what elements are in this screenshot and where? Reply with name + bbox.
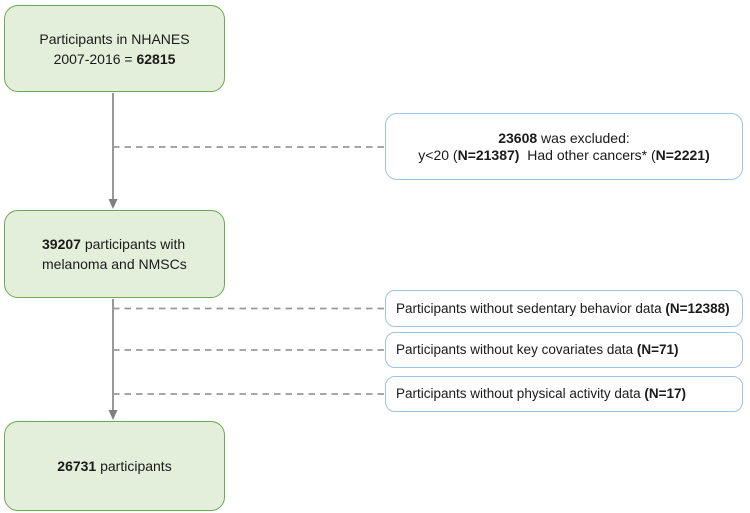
node-excluded: 23608 was excluded: y<20 (N=21387) Had o…: [385, 113, 743, 180]
node-excluded-sedentary-text: Participants without sedentary behavior …: [396, 300, 730, 316]
melanoma-line1: 39207 participants with: [42, 236, 186, 252]
node-excluded-physical: Participants without physical activity d…: [385, 376, 743, 412]
node-nhanes-total-text: Participants in NHANES 2007-2016 = 62815: [39, 29, 189, 69]
node-melanoma-nmsc-text: 39207 participants with melanoma and NMS…: [42, 234, 187, 274]
node-final-sample: 26731 participants: [4, 421, 225, 511]
node-excluded-covariates: Participants without key covariates data…: [385, 332, 743, 368]
excluded-line2: y<20 (N=21387) Had other cancers* (N=222…: [418, 146, 710, 163]
nhanes-line2: 2007-2016 = 62815: [53, 50, 176, 67]
node-excluded-physical-text: Participants without physical activity d…: [396, 386, 687, 401]
excluded-line1: 23608 was excluded:: [498, 129, 630, 146]
nhanes-line1: Participants in NHANES: [39, 30, 190, 47]
node-melanoma-nmsc: 39207 participants with melanoma and NMS…: [4, 210, 225, 298]
node-final-sample-text: 26731 participants: [57, 458, 172, 474]
node-excluded-sedentary: Participants without sedentary behavior …: [385, 290, 743, 327]
arrowhead-melanoma-to-final: [108, 410, 118, 420]
node-nhanes-total: Participants in NHANES 2007-2016 = 62815: [4, 5, 225, 92]
node-excluded-covariates-text: Participants without key covariates data…: [396, 342, 679, 357]
arrowhead-nhanes-to-melanoma: [108, 199, 118, 209]
node-excluded-text: 23608 was excluded: y<20 (N=21387) Had o…: [418, 130, 709, 164]
melanoma-line2: melanoma and NMSCs: [42, 256, 187, 272]
